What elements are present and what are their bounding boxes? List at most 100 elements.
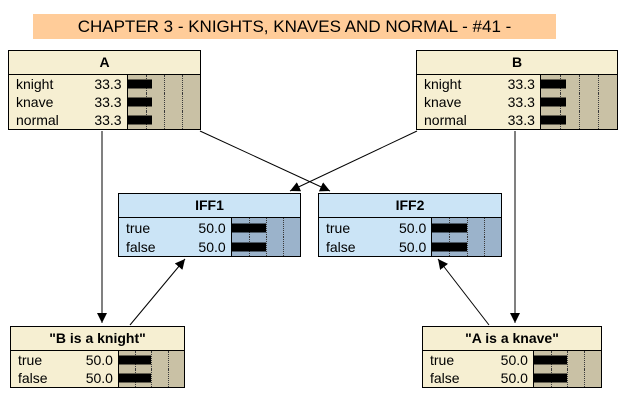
meter-gridline (466, 218, 468, 237)
node-title: B (417, 51, 617, 75)
meter-gridline (578, 111, 580, 129)
state-probability-value: 50.0 (85, 352, 113, 368)
state-row: false 50.0 (319, 237, 501, 256)
node-title: IFF2 (319, 194, 501, 218)
edge-A-to-IFF2[interactable] (199, 130, 331, 192)
probability-bar (118, 355, 152, 365)
probability-bar (540, 115, 567, 125)
meter-gridline (483, 218, 485, 237)
state-probability-value: 50.0 (198, 219, 226, 236)
state-probability-value: 50.0 (198, 238, 226, 255)
probability-meter (126, 93, 200, 111)
state-row: true 50.0 (423, 351, 601, 369)
probability-meter (230, 237, 300, 256)
meter-gridline (466, 237, 468, 256)
probability-meter (532, 369, 601, 387)
probability-meter (431, 218, 501, 237)
meter-gridline (167, 369, 169, 387)
probability-meter (431, 237, 501, 256)
meter-gridline (163, 111, 165, 129)
probability-bar (127, 79, 152, 89)
state-row: false 50.0 (423, 369, 601, 387)
probability-meter (539, 75, 617, 93)
meter-gridline (181, 75, 183, 93)
state-probability-value: 33.3 (94, 94, 122, 110)
meter-gridline (578, 93, 580, 111)
meter-gridline (181, 93, 183, 111)
meter-gridline (151, 369, 153, 387)
edge-B-to-IFF1[interactable] (289, 130, 418, 192)
meter-gridline (265, 218, 267, 237)
meter-gridline (578, 75, 580, 93)
meter-gridline (597, 111, 599, 129)
state-label: knave (424, 94, 462, 110)
probability-meter (126, 75, 200, 93)
state-probability-value: 33.3 (94, 112, 122, 128)
meter-gridline (597, 93, 599, 111)
state-probability-value: 50.0 (85, 370, 113, 386)
meter-gridline (163, 75, 165, 93)
edge-A-is-a-knave-to-IFF2[interactable] (437, 258, 490, 326)
probability-meter (532, 351, 601, 369)
meter-gridline (151, 351, 153, 369)
probability-bar (533, 355, 568, 365)
meter-gridline (167, 351, 169, 369)
node-title: IFF1 (119, 194, 300, 218)
probability-meter (230, 218, 300, 237)
probability-bar (540, 97, 567, 107)
state-label: false (126, 238, 156, 255)
state-probability-value: 33.3 (94, 76, 122, 92)
probability-bar (432, 223, 467, 232)
probability-meter (539, 93, 617, 111)
meter-gridline (282, 237, 284, 256)
state-row: knave 33.3 (417, 93, 617, 111)
probability-bar (127, 115, 152, 125)
state-row: knight 33.3 (9, 75, 200, 93)
state-probability-value: 33.3 (507, 94, 535, 110)
state-probability-value: 50.0 (500, 370, 528, 386)
state-label: true (18, 352, 43, 368)
state-row: normal 33.3 (9, 111, 200, 129)
probability-bar (231, 223, 266, 232)
state-probability-value: 50.0 (399, 238, 427, 255)
probability-bar (231, 242, 266, 251)
probability-bar (533, 373, 568, 383)
state-label: normal (16, 112, 59, 128)
meter-gridline (282, 218, 284, 237)
state-label: true (430, 352, 455, 368)
probability-bar (118, 373, 152, 383)
state-label: false (430, 370, 460, 386)
meter-gridline (163, 93, 165, 111)
state-probability-value: 33.3 (507, 76, 535, 92)
state-label: knight (16, 76, 54, 92)
meter-gridline (181, 111, 183, 129)
probability-meter (539, 111, 617, 129)
state-probability-value: 33.3 (507, 112, 535, 128)
state-label: true (326, 219, 351, 236)
node-title: "B is a knight" (11, 327, 184, 351)
state-label: false (326, 238, 356, 255)
probability-meter (117, 369, 184, 387)
state-probability-value: 50.0 (500, 352, 528, 368)
edge-B-is-a-knight-to-IFF1[interactable] (129, 258, 186, 326)
node-title: A (9, 51, 200, 75)
diagram-title: CHAPTER 3 - KNIGHTS, KNAVES AND NORMAL -… (33, 14, 556, 39)
state-row: true 50.0 (11, 351, 184, 369)
meter-gridline (567, 351, 569, 369)
meter-gridline (597, 75, 599, 93)
